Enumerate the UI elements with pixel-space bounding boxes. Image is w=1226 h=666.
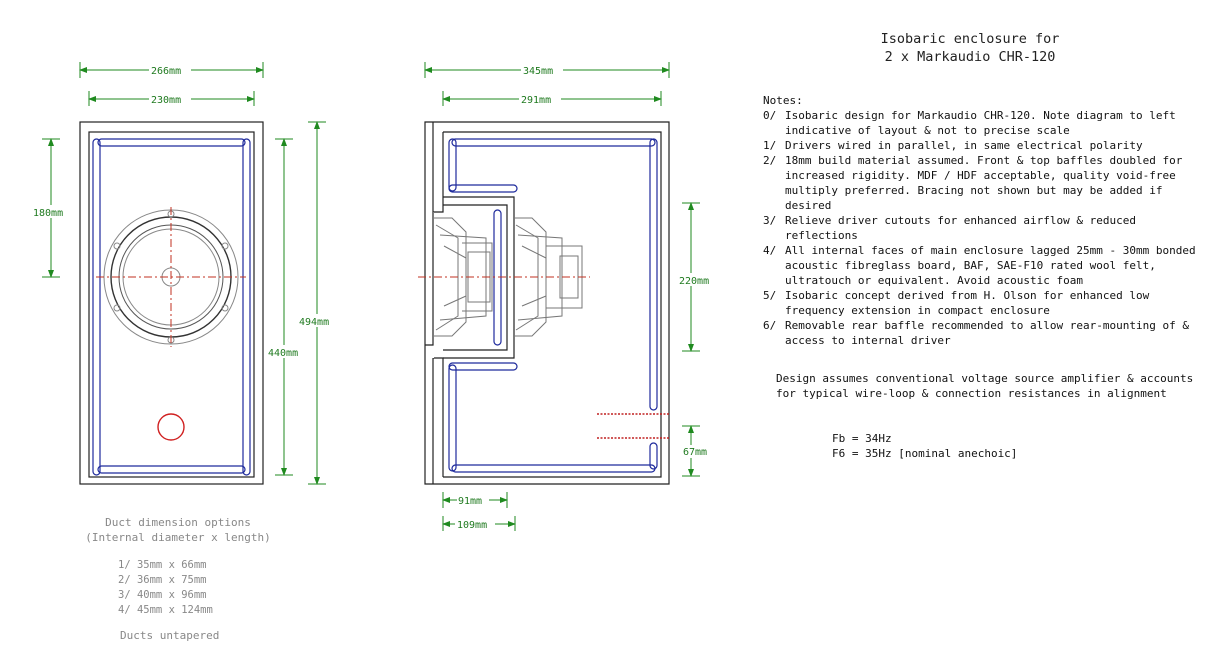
notes-block: Notes: 0/Isobaric design for Markaudio C…: [763, 93, 1213, 348]
dim-driver-height: 180mm: [33, 208, 63, 219]
duct-footer: Ducts untapered: [120, 629, 220, 642]
tuning-block: Fb = 34Hz F6 = 35Hz [nominal anechoic]: [832, 431, 1017, 461]
note-item: 0/Isobaric design for Markaudio CHR-120.…: [763, 109, 1176, 137]
duct-heading-2: (Internal diameter x length): [85, 531, 271, 544]
title-line-2: 2 x Markaudio CHR-120: [884, 49, 1056, 65]
front-driver: [96, 207, 246, 347]
side-lag-chamber-top: [448, 184, 518, 193]
note-item: 5/Isobaric concept derived from H. Olson…: [763, 289, 1150, 317]
front-lag-top: [97, 138, 246, 147]
duct-options-list: 1/ 35mm x 66mm 2/ 36mm x 75mm 3/ 40mm x …: [118, 558, 213, 618]
dim-front-inner-width: 230mm: [151, 95, 181, 106]
note-item: 6/Removable rear baffle recommended to a…: [763, 319, 1189, 347]
dim-chamber-depth-outer: 109mm: [457, 520, 487, 531]
side-lag-left-upper: [448, 138, 457, 192]
duct-option: 4/ 45mm x 124mm: [118, 604, 213, 616]
note-item: 2/18mm build material assumed. Front & t…: [763, 154, 1183, 212]
duct-option: 1/ 35mm x 66mm: [118, 559, 207, 571]
side-lag-top: [451, 138, 656, 147]
side-lag-left-lower: [448, 364, 457, 472]
note-item: 4/All internal faces of main enclosure l…: [763, 244, 1196, 287]
front-view: 266mm 230mm 180mm 440mm 494mm: [31, 62, 340, 485]
tuning-f6: F6 = 35Hz [nominal anechoic]: [832, 447, 1018, 460]
side-drivers: [418, 217, 590, 337]
front-lag-bottom: [97, 465, 246, 474]
dim-side-inner-depth: 291mm: [521, 95, 551, 106]
dim-inner-height: 440mm: [268, 348, 298, 359]
duct-option: 3/ 40mm x 96mm: [118, 589, 207, 601]
note-item: 3/Relieve driver cutouts for enhanced ai…: [763, 214, 1136, 242]
dim-side-outer-depth: 345mm: [523, 66, 553, 77]
dim-outer-height: 494mm: [299, 317, 329, 328]
notes-heading: Notes:: [763, 94, 803, 107]
design-note: Design assumes conventional voltage sour…: [776, 372, 1194, 400]
duct-heading-1: Duct dimension options: [105, 516, 251, 529]
side-lag-right: [649, 138, 658, 411]
duct-options-heading: Duct dimension options (Internal diamete…: [70, 515, 286, 545]
drawing-title: Isobaric enclosure for 2 x Markaudio CHR…: [820, 30, 1120, 66]
dim-port-height: 67mm: [683, 447, 707, 458]
dim-chamber-depth-inner: 91mm: [458, 496, 482, 507]
side-lag-right-lower: [649, 442, 658, 470]
side-lag-chamber-bottom: [448, 362, 518, 371]
front-lag-right: [242, 138, 251, 476]
front-outer-panel: [79, 121, 264, 485]
front-lag-left: [92, 138, 101, 476]
duct-option: 2/ 36mm x 75mm: [118, 574, 207, 586]
side-outer-panel: [424, 121, 670, 485]
front-port: [157, 413, 185, 441]
note-item: 1/Drivers wired in parallel, in same ele…: [763, 139, 1143, 152]
side-view: 345mm 291mm 220mm 67mm 91mm 109mm: [418, 62, 719, 531]
front-inner-panel: [88, 131, 255, 478]
side-inner-panel: [443, 131, 662, 478]
tuning-fb: Fb = 34Hz: [832, 432, 892, 445]
title-line-1: Isobaric enclosure for: [880, 31, 1060, 47]
side-lag-bottom: [451, 464, 656, 473]
dim-chamber-height: 220mm: [679, 276, 709, 287]
dim-front-outer-width: 266mm: [151, 66, 181, 77]
